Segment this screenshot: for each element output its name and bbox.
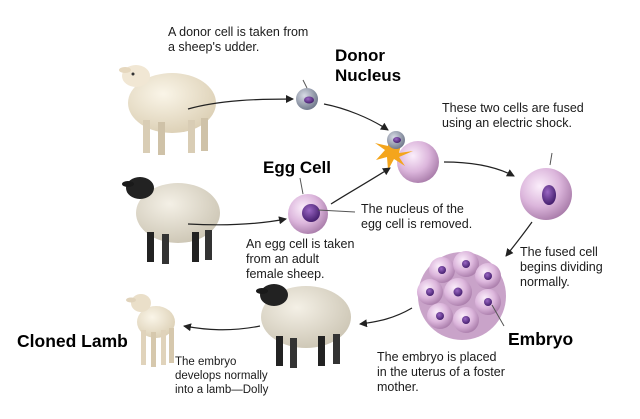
nucleus-removed-pointer — [317, 209, 356, 213]
arrow-fused-cell-to-embryo — [505, 221, 533, 257]
caption-placed: The embryo is placed in the uterus of a … — [377, 350, 505, 394]
caption-egg-taken: An egg cell is taken from an adult femal… — [246, 237, 355, 281]
embryo-icon — [417, 251, 506, 340]
egg-donor-sheep-illustration — [122, 177, 220, 264]
cell-fusion-icon — [375, 131, 439, 183]
foster-mother-sheep-illustration — [256, 284, 351, 368]
arrow-sheep-to-donor-cell — [187, 95, 294, 110]
arrow-embryo-to-foster-mother — [359, 307, 413, 328]
fused-cell-pointer — [549, 152, 553, 166]
donor-nucleus-pointer — [302, 79, 308, 89]
arrow-donor-cell-to-fusion — [323, 103, 389, 131]
embryo-pointer — [491, 304, 505, 327]
caption-dividing: The fused cell begins dividing normally. — [520, 245, 603, 289]
arrow-sheep-to-egg-cell — [187, 216, 287, 226]
label-donor-nucleus: Donor Nucleus — [335, 46, 402, 85]
caption-nucleus-removed: The nucleus of the egg cell is removed. — [361, 202, 473, 231]
egg-cell-icon — [288, 194, 328, 234]
arrow-egg-cell-to-fusion — [330, 167, 391, 205]
arrow-foster-mother-to-lamb — [183, 323, 261, 332]
label-egg-cell: Egg Cell — [263, 158, 332, 177]
egg-cell-pointer — [299, 177, 304, 195]
donor-cell-icon — [296, 88, 318, 110]
arrow-fusion-to-fused-cell — [443, 161, 515, 177]
caption-develops: The embryo develops normally into a lamb… — [175, 356, 269, 396]
label-cloned-lamb: Cloned Lamb — [17, 331, 128, 351]
label-embryo: Embryo — [508, 329, 574, 349]
cloned-lamb-illustration — [126, 294, 175, 367]
donor-sheep-illustration — [119, 65, 216, 155]
electric-spark-icon — [375, 135, 413, 170]
caption-donor-cell: A donor cell is taken from a sheep's udd… — [168, 25, 309, 54]
caption-fused: These two cells are fused using an elect… — [442, 101, 584, 130]
fused-cell-icon — [520, 168, 572, 220]
